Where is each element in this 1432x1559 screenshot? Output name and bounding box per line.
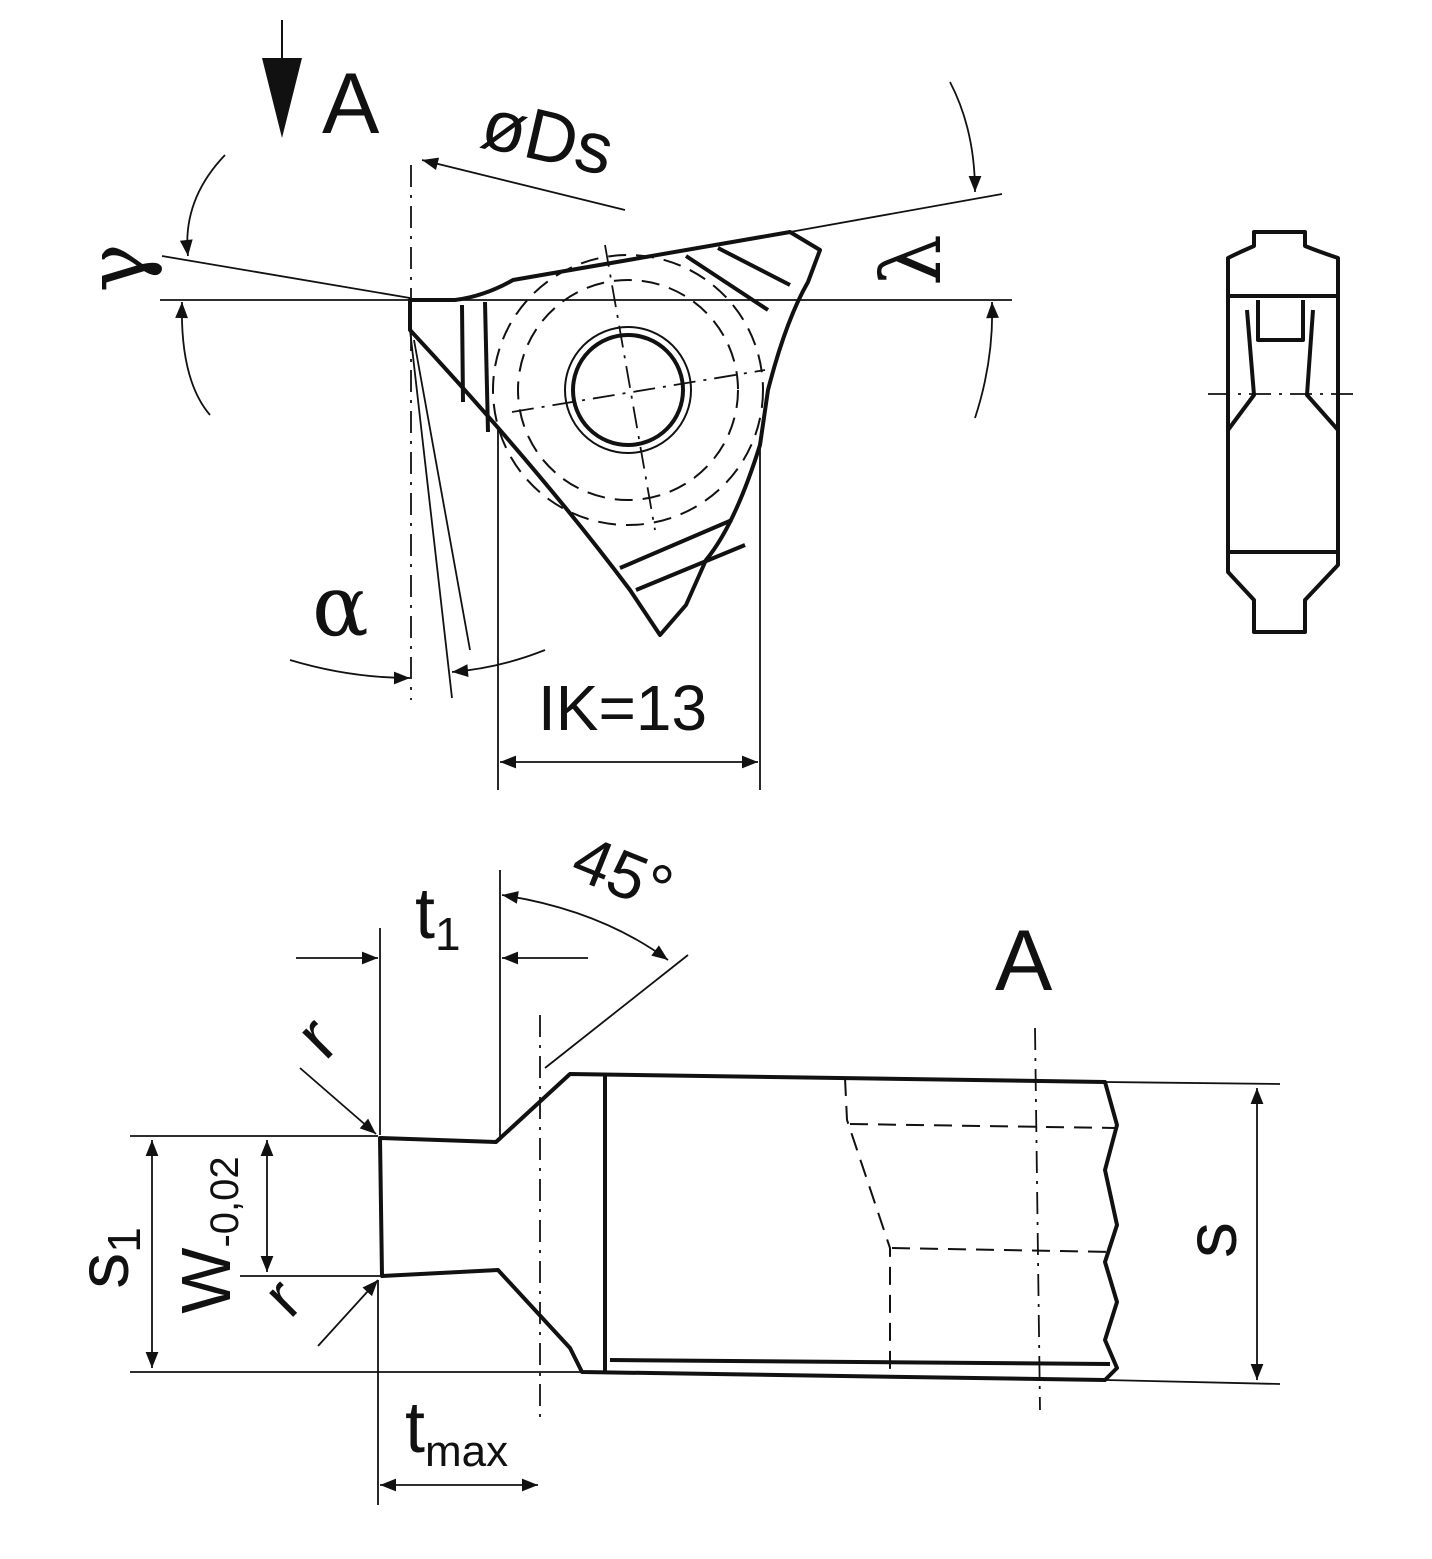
hidden-line-2 (891, 1247, 1116, 1253)
r-lower-leader (317, 1279, 379, 1347)
ik-label: IK=13 (538, 672, 707, 744)
w-label: W-0,02 (167, 1156, 247, 1313)
section-bottom-line (609, 1358, 1111, 1366)
hidden-profile (844, 1077, 891, 1370)
clearance-line-1 (409, 329, 453, 699)
angle-label: 45° (563, 820, 683, 926)
side-neck (1256, 300, 1305, 342)
side-insert-body (1226, 230, 1340, 634)
inscribed-circle (492, 254, 764, 526)
insert-top-body (408, 230, 822, 637)
chamfer-extension (544, 954, 689, 1069)
lambda-arc-upper (949, 81, 982, 193)
ds-leader (421, 157, 626, 211)
diameter-label: øDs (474, 84, 621, 192)
section-view: A t1 45° r r s1 W-0,02 s tmax (64, 820, 1281, 1505)
alpha-arc-left (289, 659, 411, 685)
gamma-arc-upper (179, 154, 226, 257)
s1-label: s1 (64, 1227, 150, 1289)
centerline-v (604, 244, 656, 531)
section-body (378, 1072, 1119, 1382)
angle-arc (501, 891, 669, 961)
view-arrow-head (262, 58, 302, 138)
alpha-arc-right (451, 649, 546, 678)
lambda-arc-lower (974, 301, 999, 419)
rake-face-line (161, 255, 411, 299)
inclination-angle-label: λ (865, 234, 960, 286)
centerline-h (511, 369, 766, 413)
top-edge-extension (789, 193, 1003, 233)
side-view (1208, 230, 1358, 634)
clearance-angle-label: α (312, 557, 369, 655)
hidden-line-1 (849, 1123, 1116, 1129)
r-upper-label: r (280, 1001, 352, 1073)
view-marker-a: A (322, 56, 380, 152)
r-upper-leader (299, 1067, 377, 1135)
clearance-line-2 (413, 339, 471, 651)
chip-groove-left (460, 301, 490, 433)
s-label: s (1172, 1222, 1252, 1258)
s-ext-bottom (1104, 1379, 1281, 1385)
section-centerline (1034, 1027, 1041, 1411)
rake-angle-label: γ (70, 243, 165, 292)
center-hole-ring (564, 326, 692, 454)
section-marker-a: A (995, 913, 1053, 1009)
r-lower-label: r (249, 1264, 315, 1330)
top-view: A øDs γ λ α (70, 20, 1012, 790)
t1-label: t1 (415, 874, 461, 960)
tmax-label: tmax (405, 1388, 508, 1476)
chip-groove-bottom (619, 518, 746, 592)
gamma-arc-lower (175, 301, 211, 416)
side-neck-taper (1226, 309, 1340, 432)
chip-groove-right (684, 246, 791, 312)
s-ext-top (1104, 1081, 1281, 1085)
inscribed-circle-inner (517, 279, 739, 501)
center-hole (571, 333, 685, 447)
